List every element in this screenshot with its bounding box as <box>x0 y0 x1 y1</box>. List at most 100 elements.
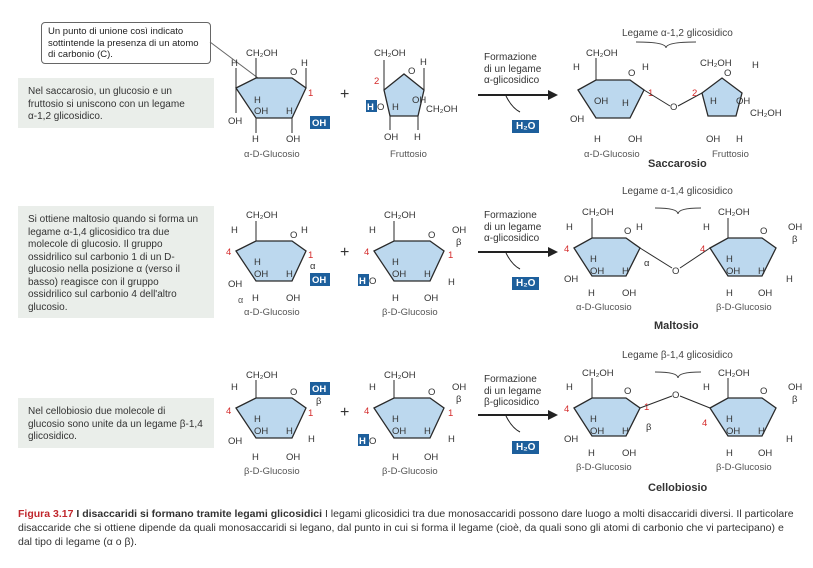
glucose-molecule-3: CH₂OH O H OH β 4 H OH H 1 H H O H OH β-D… <box>358 210 466 318</box>
water-2: H₂O <box>512 277 540 290</box>
mol1-name: α-D-Glucosio <box>244 149 300 160</box>
svg-text:H: H <box>424 269 431 280</box>
svg-text:H: H <box>231 58 238 69</box>
svg-text:2: 2 <box>374 76 379 87</box>
svg-text:OH: OH <box>424 452 438 463</box>
svg-text:α-D-Glucosio: α-D-Glucosio <box>244 307 300 318</box>
svg-text:OH: OH <box>254 106 268 117</box>
svg-text:H: H <box>359 436 366 447</box>
svg-text:CH₂OH: CH₂OH <box>582 368 614 379</box>
svg-text:H: H <box>642 62 649 73</box>
svg-text:β-D-Glucosio: β-D-Glucosio <box>382 466 438 477</box>
svg-text:H: H <box>301 58 308 69</box>
svg-text:H: H <box>231 382 238 393</box>
svg-text:H: H <box>367 102 374 113</box>
svg-text:OH: OH <box>564 274 578 285</box>
svg-text:1: 1 <box>648 88 653 99</box>
cellobiose-product: CH₂OH O H 4 H OH H OH 1 β O CH₂OH O H OH… <box>564 368 802 473</box>
svg-text:H: H <box>703 222 710 233</box>
bond-label-2: Legame α-1,4 glicosidico <box>622 186 733 197</box>
plus-sign: + <box>340 86 350 103</box>
svg-text:H: H <box>414 132 421 143</box>
svg-text:H: H <box>736 134 743 145</box>
svg-text:CH₂OH: CH₂OH <box>582 207 614 218</box>
product-cellobiosio: Cellobiosio <box>648 482 708 494</box>
svg-text:H: H <box>254 257 261 268</box>
mol2-name: Fruttosio <box>390 149 427 160</box>
svg-text:OH: OH <box>286 134 300 145</box>
svg-text:Fruttosio: Fruttosio <box>712 149 749 160</box>
maltose-product: CH₂OH O H H 4 H OH H OH α O CH₂OH O H OH… <box>564 207 802 313</box>
svg-text:OH: OH <box>286 452 300 463</box>
svg-text:H: H <box>726 288 733 299</box>
plus-sign: + <box>340 244 350 261</box>
svg-text:H: H <box>359 276 366 287</box>
svg-text:4: 4 <box>564 404 569 415</box>
svg-text:α-D-Glucosio: α-D-Glucosio <box>576 302 632 313</box>
svg-text:O: O <box>377 102 384 113</box>
svg-text:O: O <box>760 386 767 397</box>
bond-label-1: Legame α-1,2 glicosidico <box>622 28 733 39</box>
svg-text:OH: OH <box>590 266 604 277</box>
svg-text:OH: OH <box>726 426 740 437</box>
svg-text:H: H <box>622 266 629 277</box>
svg-text:β: β <box>792 394 798 405</box>
svg-text:H: H <box>392 452 399 463</box>
svg-text:H: H <box>726 448 733 459</box>
svg-text:β: β <box>456 237 462 248</box>
svg-text:CH₂OH: CH₂OH <box>246 370 278 381</box>
svg-text:OH: OH <box>228 279 242 290</box>
svg-text:H: H <box>594 134 601 145</box>
svg-text:H: H <box>752 60 759 71</box>
svg-text:CH₂OH: CH₂OH <box>246 210 278 221</box>
svg-text:H: H <box>710 96 717 107</box>
svg-text:1: 1 <box>448 250 453 261</box>
svg-text:OH: OH <box>594 96 608 107</box>
svg-text:H: H <box>301 225 308 236</box>
svg-text:H: H <box>448 434 455 445</box>
svg-text:CH₂OH: CH₂OH <box>700 58 732 69</box>
svg-text:O: O <box>428 230 435 241</box>
svg-text:H: H <box>588 288 595 299</box>
svg-text:4: 4 <box>702 418 707 429</box>
svg-text:H: H <box>369 225 376 236</box>
svg-text:4: 4 <box>700 244 705 255</box>
product-maltosio: Maltosio <box>654 320 699 332</box>
svg-text:OH: OH <box>424 293 438 304</box>
svg-text:H: H <box>590 414 597 425</box>
svg-text:1: 1 <box>308 408 313 419</box>
note-saccarosio-text: Nel saccarosio, un glucosio e un fruttos… <box>28 86 185 122</box>
svg-text:4: 4 <box>364 247 369 258</box>
reaction-arrow-3 <box>478 410 558 433</box>
svg-text:OH: OH <box>758 288 772 299</box>
svg-text:CH₂OH: CH₂OH <box>718 207 750 218</box>
svg-text:H: H <box>392 257 399 268</box>
svg-text:H: H <box>424 426 431 437</box>
figure-number: Figura 3.17 <box>18 508 74 520</box>
svg-text:H: H <box>786 274 793 285</box>
svg-text:CH₂OH: CH₂OH <box>374 48 406 59</box>
svg-text:1: 1 <box>308 250 313 261</box>
svg-text:CH₂OH: CH₂OH <box>718 368 750 379</box>
svg-text:β-D-Glucosio: β-D-Glucosio <box>716 462 772 473</box>
note-cellobiosio-text: Nel cellobiosio due molecole di glucosio… <box>28 406 203 442</box>
figure-caption: Figura 3.17 I disaccaridi si formano tra… <box>18 507 798 549</box>
reaction-arrow-1 <box>478 90 558 113</box>
svg-text:OH: OH <box>622 448 636 459</box>
svg-text:O: O <box>724 68 731 79</box>
svg-text:H: H <box>566 382 573 393</box>
svg-text:O: O <box>672 266 679 277</box>
svg-text:H: H <box>622 98 629 109</box>
svg-text:β-D-Glucosio: β-D-Glucosio <box>576 462 632 473</box>
svg-text:OH: OH <box>412 95 426 106</box>
svg-text:CH₂OH: CH₂OH <box>586 48 618 59</box>
svg-text:CH₂OH: CH₂OH <box>384 210 416 221</box>
svg-text:H: H <box>308 434 315 445</box>
svg-text:β: β <box>646 422 652 433</box>
svg-text:H: H <box>286 106 293 117</box>
svg-text:OH: OH <box>788 382 802 393</box>
note-saccarosio: Nel saccarosio, un glucosio e un fruttos… <box>18 78 214 128</box>
figure-title: I disaccaridi si formano tramite legami … <box>76 508 323 520</box>
